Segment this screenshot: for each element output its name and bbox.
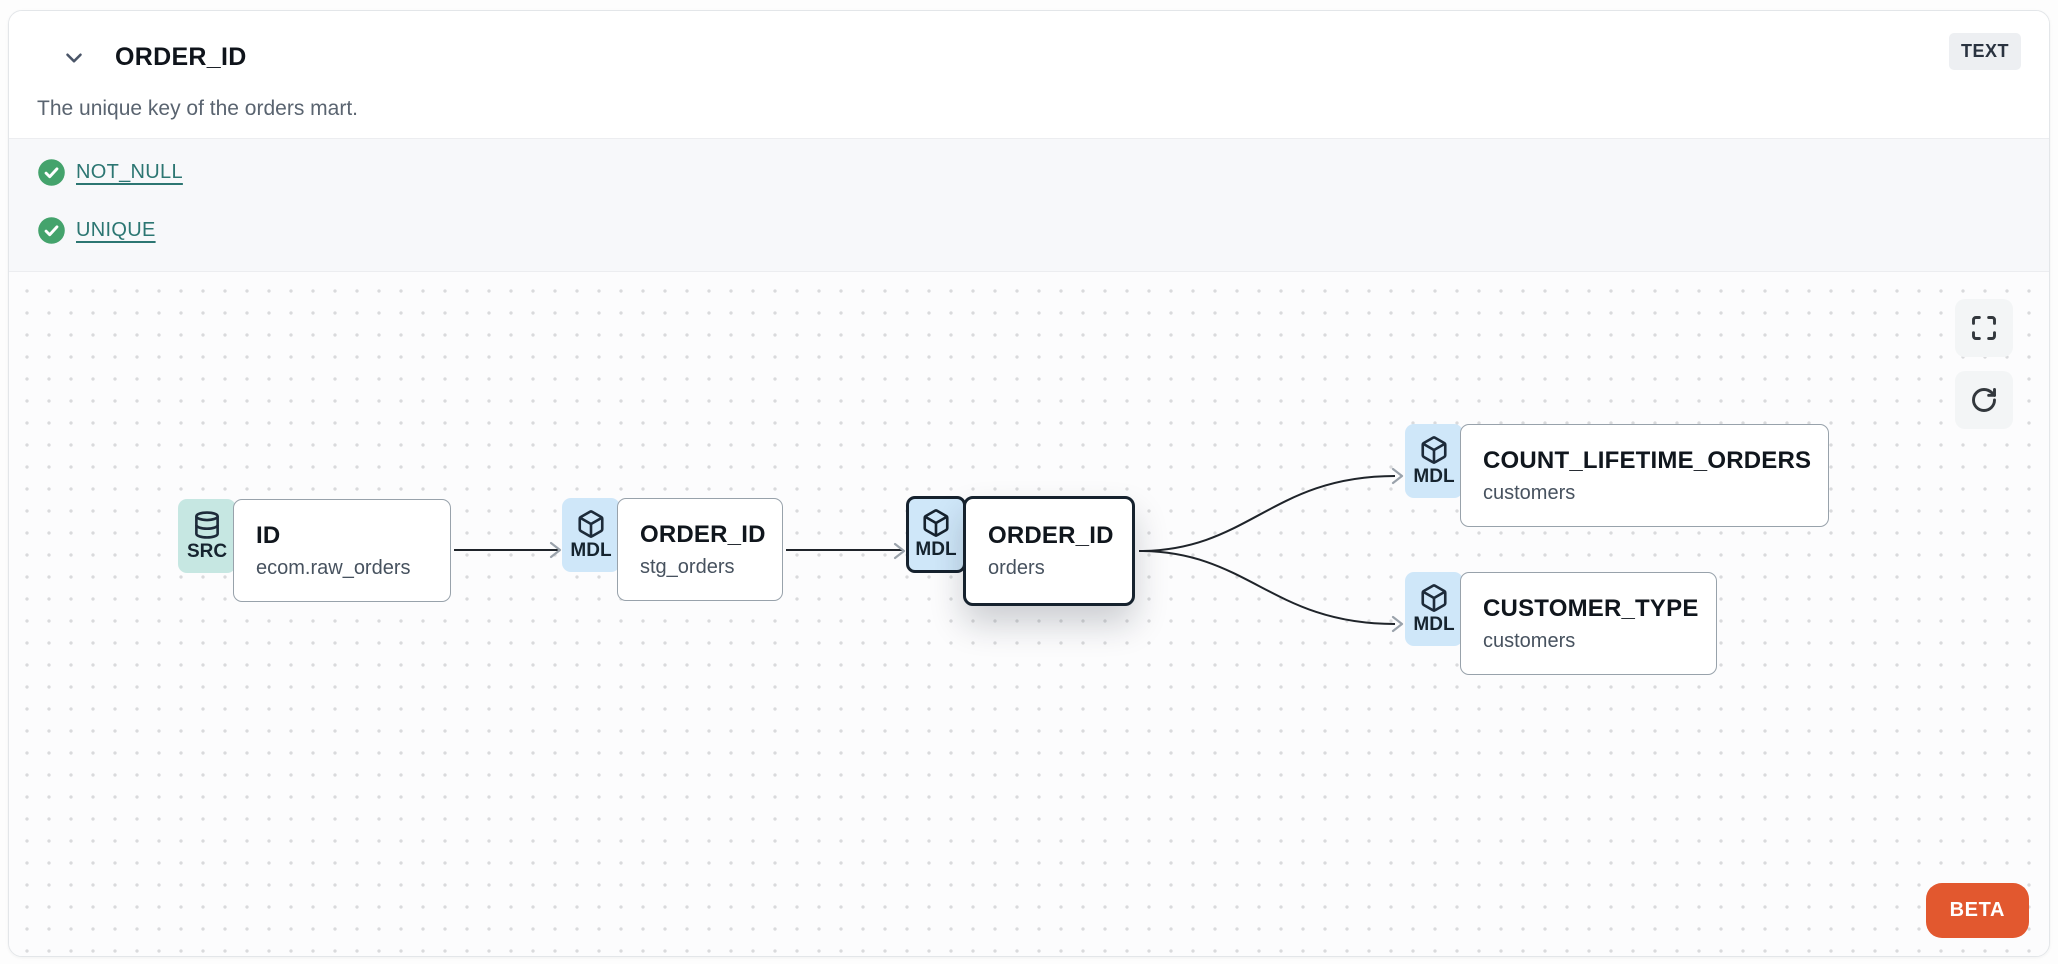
test-link-unique[interactable]: UNIQUE <box>76 219 156 241</box>
box-icon <box>576 509 606 539</box>
node-type-badge-mdl: MDL <box>562 498 620 572</box>
column-header: ORDER_ID TEXT The unique key of the orde… <box>9 11 2049 138</box>
node-subtitle: ecom.raw_orders <box>256 556 411 579</box>
node-badge-label: SRC <box>186 540 228 562</box>
node-title: ID <box>256 521 281 549</box>
chevron-down-icon <box>66 53 82 63</box>
canvas-controls <box>1955 299 2013 429</box>
node-card: CUSTOMER_TYPE customers <box>1460 572 1717 675</box>
arrowhead-icon <box>549 541 562 559</box>
node-card: ID ecom.raw_orders <box>233 499 451 602</box>
node-subtitle: customers <box>1483 629 1576 652</box>
node-type-badge-mdl: MDL <box>1405 572 1463 646</box>
check-circle-icon <box>37 158 66 187</box>
node-badge-label: MDL <box>1413 613 1455 635</box>
edge-orders-to-customer-type <box>1138 550 1396 625</box>
fullscreen-button[interactable] <box>1955 299 2013 357</box>
node-subtitle: stg_orders <box>640 555 735 578</box>
node-card: ORDER_ID stg_orders <box>617 498 783 601</box>
test-row: NOT_NULL <box>37 158 2021 187</box>
node-title: COUNT_LIFETIME_ORDERS <box>1483 446 1812 474</box>
node-card: COUNT_LIFETIME_ORDERS customers <box>1460 424 1829 527</box>
test-row: UNIQUE <box>37 216 2021 245</box>
node-badge-label: MDL <box>915 539 957 560</box>
box-icon <box>1419 435 1449 465</box>
node-type-badge-mdl: MDL <box>1405 424 1463 498</box>
node-title: ORDER_ID <box>988 522 1114 549</box>
refresh-icon <box>1972 388 1996 412</box>
box-icon <box>1419 583 1449 613</box>
node-title: ORDER_ID <box>640 520 766 548</box>
column-description: The unique key of the orders mart. <box>37 97 358 120</box>
collapse-toggle-button[interactable] <box>58 44 90 72</box>
column-card: ORDER_ID TEXT The unique key of the orde… <box>8 10 2050 957</box>
lineage-canvas[interactable]: SRC ID ecom.raw_orders MDL ORDER_ID stg <box>9 272 2049 956</box>
fullscreen-icon <box>1972 316 1996 340</box>
node-subtitle: customers <box>1483 481 1576 504</box>
lineage-node-count-lifetime-orders[interactable]: MDL COUNT_LIFETIME_ORDERS customers <box>1405 424 1829 527</box>
arrowhead-icon <box>1391 467 1404 485</box>
box-icon <box>921 508 951 538</box>
beta-badge: BETA <box>1925 883 2029 938</box>
lineage-edges <box>454 467 1404 633</box>
page-title: ORDER_ID <box>115 43 247 71</box>
lineage-node-src-id[interactable]: SRC ID ecom.raw_orders <box>178 499 451 602</box>
node-badge-label: MDL <box>570 539 612 561</box>
lineage-node-stg-order-id[interactable]: MDL ORDER_ID stg_orders <box>562 498 783 601</box>
lineage-node-customer-type[interactable]: MDL CUSTOMER_TYPE customers <box>1405 572 1717 675</box>
database-icon <box>192 510 222 540</box>
node-subtitle: orders <box>988 557 1045 579</box>
arrowhead-icon <box>893 542 906 560</box>
node-title: CUSTOMER_TYPE <box>1483 594 1699 622</box>
node-badge-label: MDL <box>1413 465 1455 487</box>
edge-orders-to-count <box>1138 475 1396 552</box>
node-type-badge-mdl: MDL <box>906 496 966 573</box>
column-type-badge: TEXT <box>1948 33 2021 70</box>
lineage-node-orders-order-id[interactable]: MDL ORDER_ID orders <box>906 496 1135 606</box>
test-link-not-null[interactable]: NOT_NULL <box>76 161 183 183</box>
node-card: ORDER_ID orders <box>963 496 1135 606</box>
tests-section: NOT_NULL UNIQUE <box>9 138 2049 272</box>
refresh-button[interactable] <box>1955 371 2013 429</box>
check-circle-icon <box>37 216 66 245</box>
arrowhead-icon <box>1391 615 1404 633</box>
node-type-badge-src: SRC <box>178 499 236 573</box>
